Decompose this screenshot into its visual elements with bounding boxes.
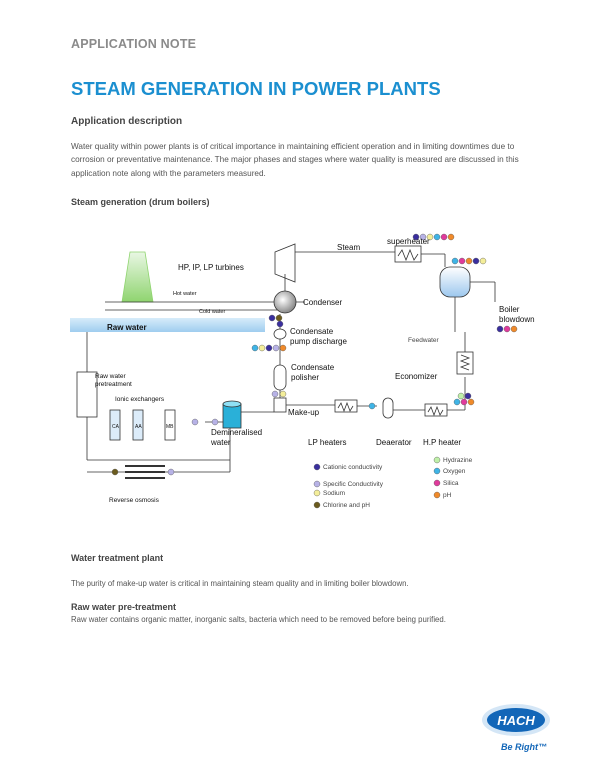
legend-sodium: Sodium [323,490,345,497]
raw-water-heading: Raw water pre-treatment [71,602,177,612]
cooling-tower [121,251,154,303]
legend-ph-dot [433,491,441,499]
condenser [273,290,297,314]
label-mb: MB [166,424,174,430]
legend-sodium-dot [313,489,321,497]
label-raw-water: Raw water [107,323,147,332]
raw-water-pretreatment [76,371,98,418]
economizer [456,351,474,375]
legend-hydrazine-dot [433,456,441,464]
label-hot-water: Hot water [173,291,197,297]
label-steam: Steam [337,243,360,252]
hach-logo: HACH Be Right™ [482,704,550,752]
legend-specific: Specific Conductivity [323,481,384,488]
legend-silica: Silica [443,480,459,487]
label-condensate-2: pump discharge [290,337,347,346]
label-polisher-2: polisher [291,373,319,382]
label-hp-heater: H.P heater [423,438,461,447]
logo-tagline: Be Right™ [501,742,547,752]
label-deaerator: Deaerator [376,438,412,447]
steam-generation-heading: Steam generation (drum boilers) [71,197,210,207]
label-makeup: Make-up [288,408,320,417]
label-economizer: Economizer [395,372,438,381]
label-demin-1: Demineralised [211,428,262,437]
ion-exchanger-aa [132,409,144,441]
label-aa: AA [135,424,142,430]
raw-water-basin [70,318,265,332]
legend-cationic-dot [313,463,321,471]
label-pretreat-1: Raw water [95,373,127,380]
label-demin-2: water [210,438,231,447]
steam-cycle-diagram: Steam superheater HP, IP, LP turbines Ho… [70,233,535,509]
label-turbines: HP, IP, LP turbines [178,263,244,272]
legend-ph: pH [443,492,452,499]
legend-chlorine-dot [313,501,321,509]
label-condenser: Condenser [303,298,342,307]
label-polisher-1: Condensate [291,363,335,372]
label-cold-water: Cold water [199,309,225,315]
label-reverse-osmosis: Reverse osmosis [109,497,160,504]
application-note-label: APPLICATION NOTE [71,37,197,51]
legend-silica-dot [433,479,441,487]
label-pretreat-2: pretreatment [95,381,132,388]
label-ion-exchangers: Ionic exchangers [115,396,165,403]
legend-oxygen-dot [433,467,441,475]
label-feedwater: Feedwater [408,337,440,344]
boiler-drum [439,266,471,298]
legend-chlorine-ph: Chlorine and pH [323,502,370,509]
legend-hydrazine: Hydrazine [443,457,473,464]
page-title: STEAM GENERATION IN POWER PLANTS [71,78,441,99]
deaerator [382,397,394,419]
label-boiler-2: blowdown [499,315,535,324]
condensate-polisher [273,364,287,391]
ion-exchanger-mb [164,409,176,441]
app-description-body: Water quality within power plants is of … [71,142,519,178]
legend-oxygen: Oxygen [443,468,466,475]
label-superheater: superheater [387,237,430,246]
label-condensate-1: Condensate [290,327,334,336]
app-description-heading: Application description [71,116,183,127]
logo-brand: HACH [497,713,535,728]
label-boiler-1: Boiler [499,305,520,314]
legend-cationic: Cationic conductivity [323,464,383,471]
water-treatment-heading: Water treatment plant [71,553,164,563]
legend-specific-dot [313,480,321,488]
water-treatment-body: The purity of make-up water is critical … [71,579,409,588]
demineralised-water-tank [222,403,242,429]
label-lp-heaters: LP heaters [308,438,347,447]
raw-water-body: Raw water contains organic matter, inorg… [71,615,446,624]
label-ca: CA [112,424,120,430]
ion-exchanger-ca [109,409,121,441]
